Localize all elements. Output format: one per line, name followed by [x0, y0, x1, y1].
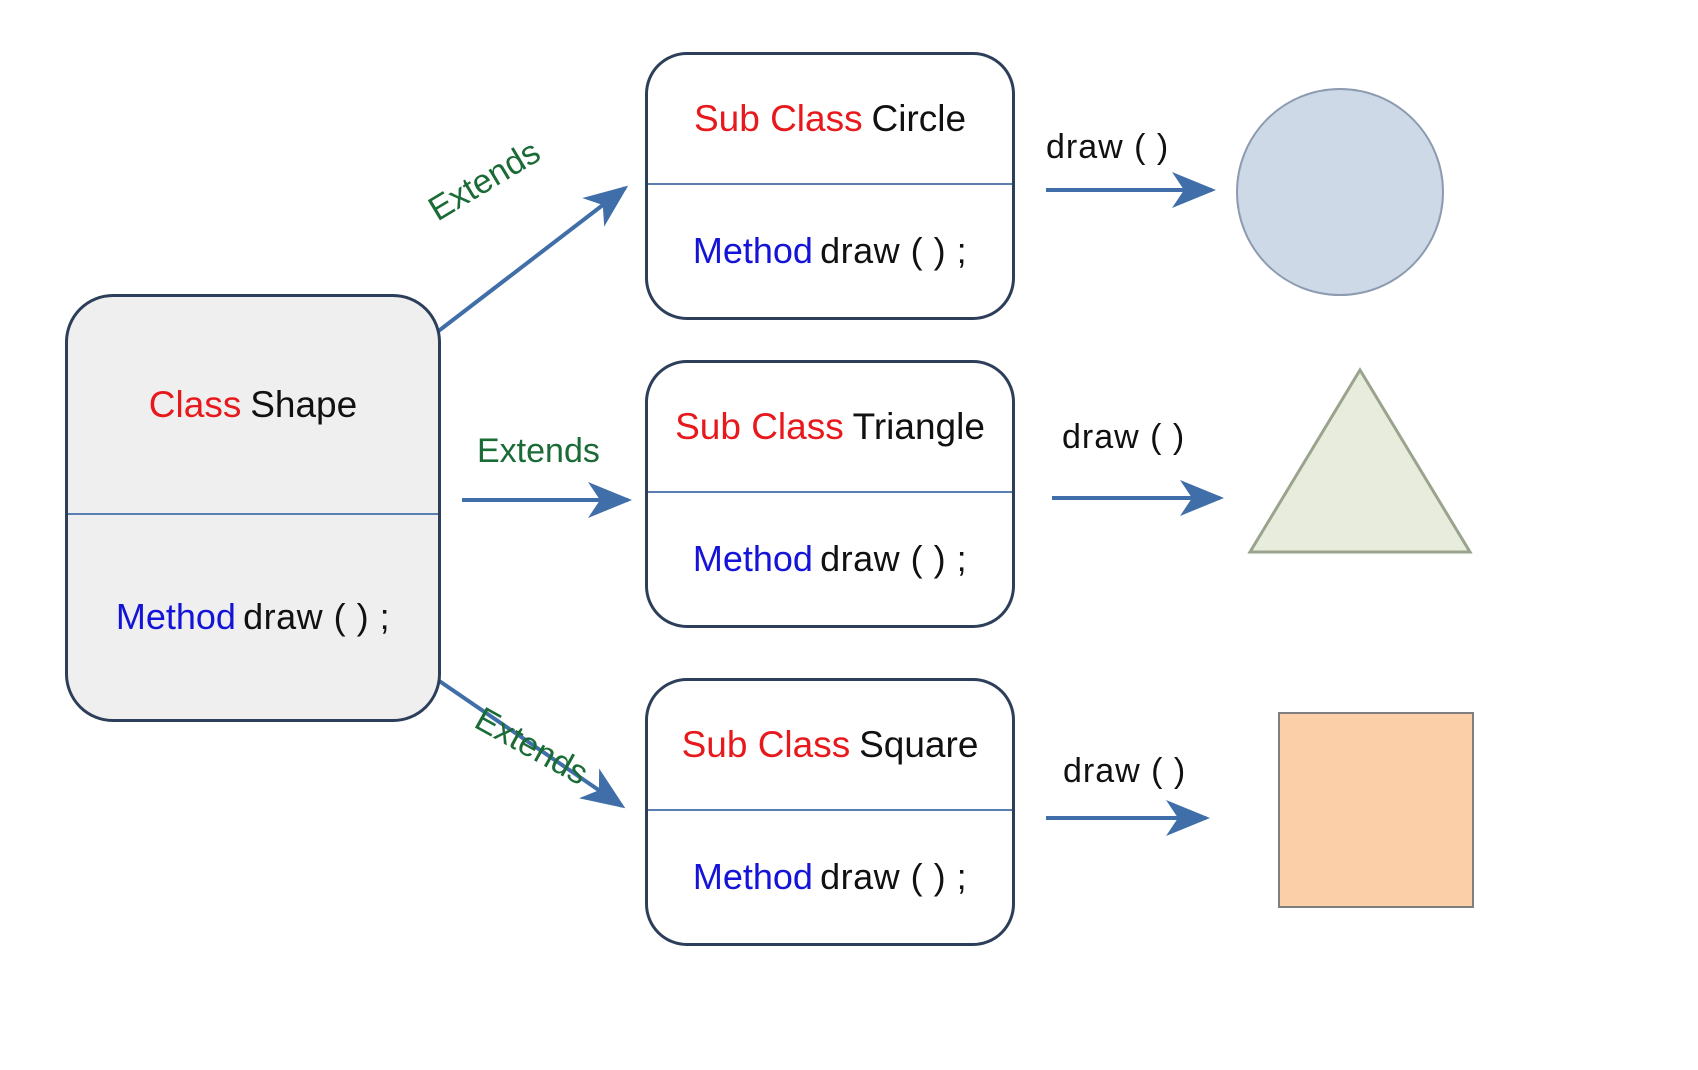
extends-label-triangle: Extends	[477, 432, 600, 470]
subclass-keyword: Sub Class	[675, 406, 844, 447]
subclass-name: Triangle	[852, 406, 985, 447]
extends-arrow-circle	[430, 185, 629, 338]
method-keyword: Method	[692, 538, 813, 579]
method-keyword: Method	[692, 856, 813, 897]
subclass-name: Square	[859, 724, 979, 765]
result-square-shape	[1278, 712, 1474, 908]
method-signature: draw ( ) ;	[820, 856, 968, 897]
class-keyword: Class	[148, 384, 242, 425]
method-keyword: Method	[692, 230, 813, 271]
subclass-keyword: Sub Class	[681, 724, 851, 765]
method-signature: draw ( ) ;	[243, 596, 391, 637]
method-signature: draw ( ) ;	[820, 538, 968, 579]
class-divider-shape	[68, 513, 438, 515]
result-triangle-shape	[1247, 367, 1473, 554]
draw-call-label-square: draw ( )	[1063, 752, 1187, 790]
method-signature: draw ( ) ;	[820, 230, 968, 271]
draw-call-label-triangle: draw ( )	[1062, 418, 1186, 456]
draw-call-label-circle: draw ( )	[1046, 128, 1170, 166]
class-divider-square	[648, 809, 1012, 811]
subclass-keyword: Sub Class	[693, 98, 863, 139]
class-divider-circle	[648, 183, 1012, 185]
method-keyword: Method	[115, 596, 236, 637]
extends-arrow-square	[430, 674, 626, 809]
result-circle-shape	[1236, 88, 1444, 296]
class-divider-triangle	[648, 491, 1012, 493]
class-name: Shape	[250, 384, 358, 425]
subclass-name: Circle	[871, 98, 967, 139]
